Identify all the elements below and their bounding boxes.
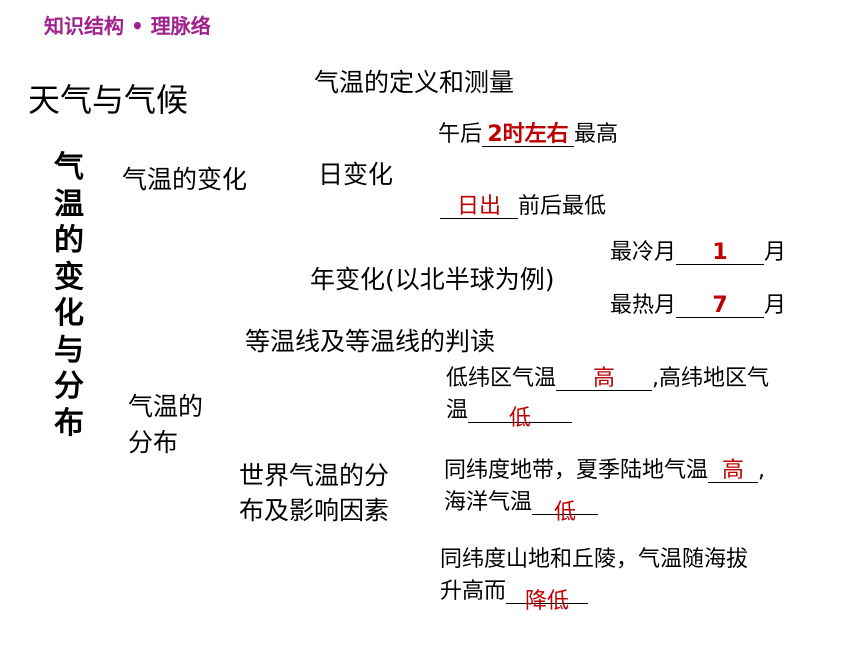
land-line: 同纬度地带，夏季陆地气温高, <box>444 460 765 483</box>
latitude-blank1: 高 <box>556 366 653 391</box>
vertical-char: 分 <box>54 369 84 404</box>
coldest-month-line: 最冷月 1 月 <box>610 242 786 265</box>
mountain-prefix: 升高而 <box>440 579 507 604</box>
land-suffix: , <box>758 458 766 483</box>
latitude-line2: 温低 <box>446 398 573 430</box>
daily-change-node: 日变化 <box>318 160 394 189</box>
coldest-answer: 1 <box>712 240 728 265</box>
latitude-line2-prefix: 温 <box>446 398 469 423</box>
vertical-topic-title: 气 温 的 变 化 与 分 布 <box>52 150 86 442</box>
mountain-blank: 降低 <box>506 581 589 613</box>
vertical-char: 的 <box>54 223 84 258</box>
coldest-suffix: 月 <box>764 240 787 265</box>
distribution-node-line2: 分布 <box>128 428 179 457</box>
daily-high-prefix: 午后 <box>438 122 483 147</box>
hottest-prefix: 最热月 <box>610 293 677 318</box>
latitude-blank2: 低 <box>468 400 573 430</box>
coldest-prefix: 最冷月 <box>610 240 677 265</box>
hottest-answer: 7 <box>712 293 728 318</box>
vertical-char: 与 <box>54 332 84 368</box>
vertical-char: 布 <box>54 405 84 441</box>
vertical-char: 温 <box>54 186 84 222</box>
isotherm-node: 等温线及等温线的判读 <box>245 327 496 356</box>
mountain-line2: 升高而降低 <box>440 579 589 613</box>
ocean-prefix: 海洋气温 <box>444 490 533 515</box>
world-distribution-line1: 世界气温的分 <box>239 461 390 490</box>
latitude-prefix: 低纬区气温 <box>446 366 557 391</box>
distribution-node-line1: 气温的 <box>128 392 204 421</box>
daily-high-blank: 2时左右 <box>482 122 575 147</box>
ocean-line: 海洋气温低 <box>444 490 599 524</box>
daily-low-suffix: 前后最低 <box>518 194 607 219</box>
daily-low-answer: 日出 <box>456 194 501 219</box>
daily-low-blank: 日出 <box>440 196 518 219</box>
section-header: 知识结构 • 理脉络 <box>44 14 211 38</box>
change-node: 气温的变化 <box>122 165 248 194</box>
land-answer: 高 <box>722 458 745 483</box>
vertical-char: 气 <box>54 150 84 185</box>
latitude-line1: 低纬区气温 高 ,高纬地区气 <box>446 368 769 391</box>
ocean-blank: 低 <box>532 492 599 524</box>
ocean-answer: 低 <box>554 500 577 525</box>
annual-change-node: 年变化(以北半球为例) <box>310 265 555 294</box>
land-blank: 高 <box>708 458 759 483</box>
daily-low-line: 日出前后最低 <box>440 196 606 219</box>
page-title: 天气与气候 <box>28 81 189 119</box>
latitude-answer1: 高 <box>593 366 616 391</box>
hottest-blank: 7 <box>676 293 765 318</box>
daily-high-suffix: 最高 <box>574 122 619 147</box>
vertical-char: 化 <box>54 296 84 331</box>
latitude-answer2: 低 <box>509 406 532 431</box>
hottest-month-line: 最热月 7 月 <box>610 295 786 318</box>
land-prefix: 同纬度地带，夏季陆地气温 <box>444 458 709 483</box>
latitude-middle: ,高纬地区气 <box>652 366 770 391</box>
vertical-char: 变 <box>54 259 84 295</box>
mountain-line1: 同纬度山地和丘陵，气温随海拔 <box>440 547 749 572</box>
daily-high-answer: 2时左右 <box>487 122 569 147</box>
mountain-answer: 降低 <box>525 589 570 614</box>
coldest-blank: 1 <box>676 240 765 265</box>
hottest-suffix: 月 <box>764 293 787 318</box>
definition-node: 气温的定义和测量 <box>314 68 515 97</box>
world-distribution-line2: 布及影响因素 <box>239 496 390 525</box>
